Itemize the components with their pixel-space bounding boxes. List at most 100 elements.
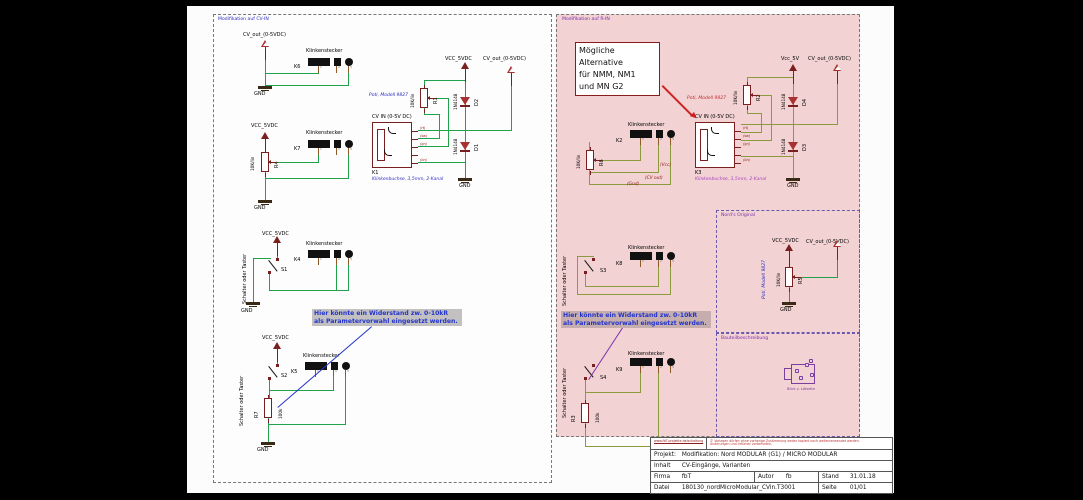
jack-footprint-caption: Blick v. Lötseite	[787, 387, 816, 391]
wire-segment	[336, 265, 337, 290]
schematic-label: Klinkenstecker	[306, 130, 343, 136]
wire-segment	[345, 377, 346, 424]
wire-segment	[269, 273, 270, 290]
schematic-label: K6	[294, 64, 301, 70]
projekt-label: Projekt:	[654, 451, 676, 458]
wire-segment	[418, 162, 466, 163]
schematic-label: Klinkenstecker	[306, 241, 343, 247]
wire-segment	[273, 162, 319, 163]
schematic-label: K4	[294, 257, 301, 263]
schematic-label: GND	[787, 183, 799, 189]
resistor-hint-note-right: Hier könnte ein Widerstand zw. 0-10kR al…	[561, 311, 711, 328]
titleblock-fineprint-copyright: © Vorlagen dürfen ohne vorherige Zustimm…	[706, 438, 892, 449]
schematic-page: Modifikation auf CV-IN Modifikation auf …	[187, 6, 894, 494]
schematic-label: D2	[474, 98, 480, 106]
wire-segment	[747, 113, 762, 114]
frame-bauteil-label: Bauteilbeschreibung	[721, 336, 769, 341]
schematic-label: K3	[695, 170, 702, 176]
schematic-label: 10K/lin	[410, 93, 415, 108]
vcc-arrow-icon	[461, 62, 470, 82]
schematic-label: VCC_5VDC	[445, 56, 472, 62]
schematic-label: (Vcc)	[660, 163, 672, 168]
wire-segment	[589, 184, 671, 185]
schematic-label: (Gnd)	[627, 182, 640, 187]
schematic-label: GND	[241, 308, 253, 314]
note-line-1: Hier könnte ein Widerstand zw. 0-10kR	[563, 312, 698, 319]
wire-segment	[761, 113, 762, 132]
schematic-label: VCC_5VDC	[262, 335, 289, 341]
schematic-label: CV_out_(0-5VDC)	[808, 56, 851, 62]
wire-segment	[747, 77, 748, 85]
titleblock-autor: Autor fb	[754, 472, 818, 482]
note-line-2: als Parametervorwahl eingesetzt werden.	[563, 320, 707, 327]
wire-segment	[432, 98, 449, 99]
schematic-label: (bn)	[743, 158, 750, 162]
wire-segment	[837, 84, 838, 124]
alt-line: Alternative	[579, 58, 623, 67]
wire-segment	[439, 114, 440, 139]
schematic-label: Poti, Modell 9827	[687, 96, 726, 101]
schematic-label: GND	[257, 447, 269, 453]
jack-pad	[795, 369, 799, 373]
fineprint-line: Änderungen und Irrtümer vorbehalten.	[710, 442, 773, 447]
wire-segment	[424, 80, 425, 88]
schematic-label: 10K/lin	[250, 156, 255, 171]
wire-segment	[837, 260, 838, 277]
wire-segment	[577, 256, 578, 294]
output-arrow-icon	[833, 240, 842, 260]
switch-symbol	[583, 364, 599, 380]
schematic-label: Poti, Modell 9827	[369, 93, 408, 98]
schematic-label: Schalter oder Taster	[562, 367, 568, 418]
schematic-label: GND	[459, 183, 471, 189]
vcc-arrow-icon	[785, 244, 794, 264]
wire-segment	[418, 138, 440, 139]
potentiometer-symbol	[420, 85, 436, 113]
frame-r-in-label: Modifikation auf R-IN	[562, 17, 610, 22]
wire-segment	[418, 146, 449, 147]
seite-value: 01/01	[849, 484, 867, 491]
gnd-symbol	[458, 178, 472, 183]
wire-segment	[594, 160, 641, 161]
schematic-label: S1	[281, 267, 288, 273]
stand-label: Stand	[822, 473, 839, 480]
wire-segment	[265, 178, 349, 179]
gnd-symbol	[782, 302, 796, 307]
note-line-1: Hier könnte ein Widerstand zw. 0-10kR	[314, 310, 449, 317]
vcc-arrow-icon	[789, 64, 798, 84]
frame-bauteilbeschreibung: Bauteilbeschreibung	[716, 333, 860, 437]
wire-segment	[424, 114, 440, 115]
titleblock-fineprint-url: www.fbT-projekte.de/schaltung	[654, 438, 704, 443]
wire-segment	[795, 277, 838, 278]
schematic-label: GND	[254, 205, 266, 211]
autor-label: Autor	[758, 473, 774, 480]
schematic-label: CV IN (0-5V DC)	[372, 114, 412, 120]
wire-segment	[418, 130, 512, 131]
vcc-arrow-icon	[273, 236, 282, 256]
wire-segment	[269, 290, 349, 291]
wire-segment	[348, 155, 349, 179]
schematic-label: GND	[254, 91, 266, 97]
wire-segment	[253, 258, 271, 259]
schematic-label: 1N4148	[453, 93, 458, 110]
schematic-label: (gn)	[420, 142, 427, 146]
jack-pad	[810, 373, 814, 377]
potentiometer-symbol	[586, 147, 602, 175]
schematic-label: Klinkenstecker	[628, 245, 665, 251]
stand-value: 31.01.18	[849, 473, 876, 480]
schematic-label: GND	[780, 307, 792, 313]
schematic-label: S2	[281, 373, 288, 379]
schematic-label: 10K/lin	[576, 154, 581, 169]
schematic-label: D3	[802, 143, 808, 151]
datei-value: 180130_nordMicroModular_CVin.T3001	[681, 484, 796, 491]
title-block: www.fbT-projekte.de/schaltung © Vorlagen…	[650, 437, 893, 494]
wire-segment	[640, 145, 641, 160]
schematic-label: Schalter oder Taster	[239, 375, 245, 426]
schematic-label: Klinkenbuchse, 3,5mm, 2-Kanal	[372, 177, 444, 182]
schematic-label: R7	[254, 411, 260, 418]
titleblock-seite: Seite 01/01	[818, 483, 892, 493]
alt-line: für NMM, NM1	[579, 70, 636, 79]
